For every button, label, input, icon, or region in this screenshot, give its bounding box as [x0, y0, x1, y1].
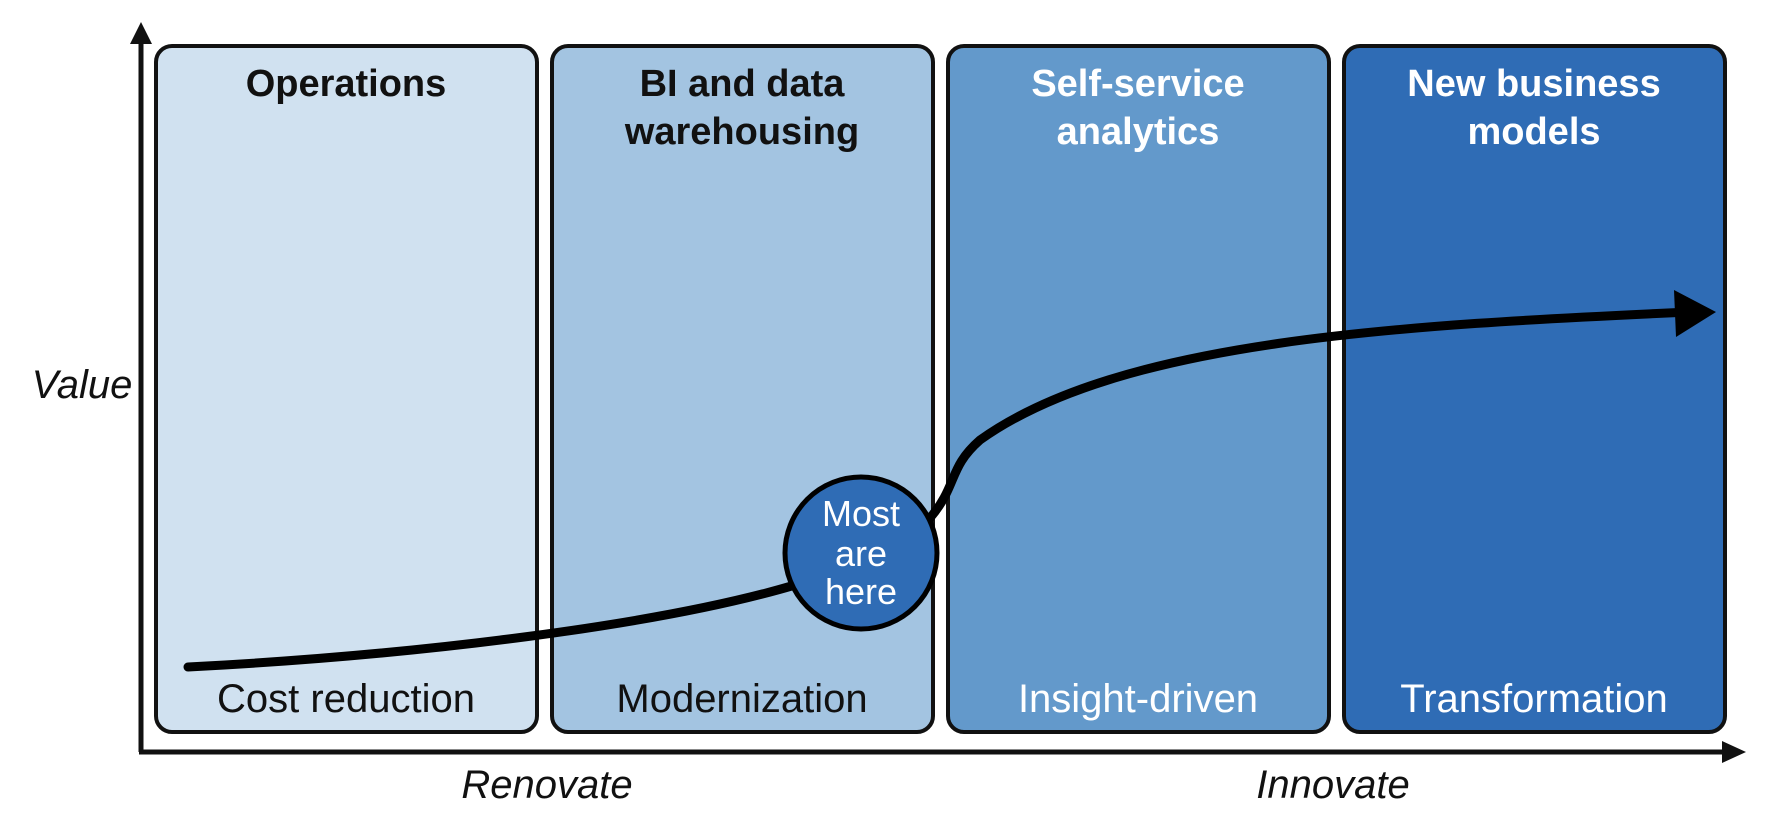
current-position-marker: Most are here	[782, 474, 940, 632]
stage-panel-new-business: New business models Transformation	[1342, 44, 1727, 734]
value-curve-arrowhead	[1674, 290, 1716, 337]
stage-title-self-service-line1: Self-service	[1031, 63, 1244, 105]
stage-title-bi-line2: warehousing	[624, 111, 859, 153]
stage-label-cost-reduction: Cost reduction	[217, 677, 475, 721]
stage-title-bi-line1: BI and data	[640, 63, 846, 105]
stage-panel-new-business-bg	[1342, 44, 1727, 734]
current-position-circle	[782, 474, 940, 632]
stage-panel-self-service-bg	[946, 44, 1331, 734]
stage-title-self-service-line2: analytics	[1057, 111, 1220, 153]
axes	[130, 22, 1746, 763]
value-curve	[183, 307, 1695, 672]
stage-title-new-business-line2: models	[1467, 111, 1600, 153]
y-axis-label: Value	[32, 363, 133, 407]
marker-text-line3: here	[825, 571, 897, 612]
x-axis-arrowhead	[1722, 741, 1746, 763]
stage-title-operations: Operations	[246, 63, 447, 105]
stage-label-insight-driven: Insight-driven	[1018, 677, 1258, 721]
stage-panel-operations-bg	[154, 44, 539, 734]
marker-text-line2: are	[835, 533, 887, 574]
stage-panel-operations: Operations Cost reduction	[154, 44, 539, 734]
y-axis-arrowhead	[130, 22, 152, 44]
x-axis-label-innovate: Innovate	[1256, 763, 1409, 807]
stage-label-transformation: Transformation	[1400, 677, 1668, 721]
stage-title-new-business-line1: New business	[1407, 63, 1660, 105]
stage-label-modernization: Modernization	[616, 677, 867, 721]
stage-panel-self-service: Self-service analytics Insight-driven	[946, 44, 1331, 734]
marker-text-line1: Most	[822, 493, 900, 534]
x-axis-label-renovate: Renovate	[461, 763, 632, 807]
